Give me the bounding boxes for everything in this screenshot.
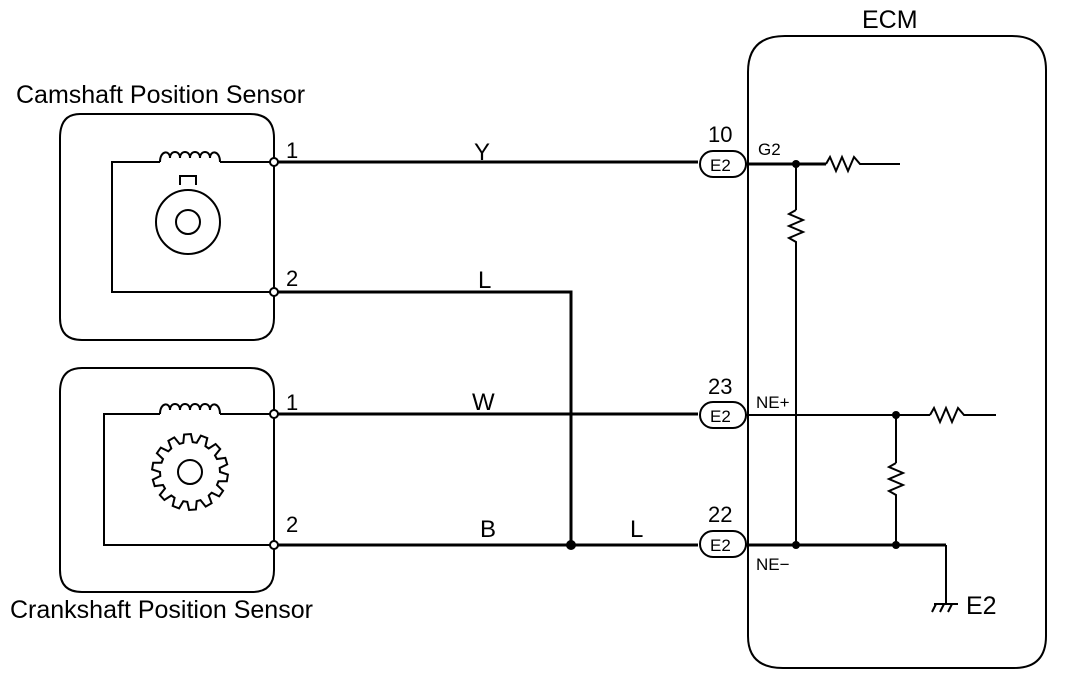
terminal-ne-minus-name: NE− xyxy=(756,555,790,574)
crankshaft-sensor-housing xyxy=(59,367,275,593)
crankshaft-sensor: Crankshaft Position Sensor 1 2 xyxy=(10,367,313,624)
wire-label-b: B xyxy=(480,516,496,543)
wire-label-y: Y xyxy=(474,139,490,166)
terminal-g2-pin: 10 xyxy=(708,122,732,147)
g2-resistor-icon xyxy=(825,154,900,174)
camshaft-pin2-terminal xyxy=(269,287,279,297)
camshaft-rotor-icon xyxy=(155,175,221,255)
camshaft-pin1-label: 1 xyxy=(286,138,298,163)
camshaft-pin1-terminal xyxy=(269,157,279,167)
terminal-ne-plus-name: NE+ xyxy=(756,393,790,412)
wire-label-l-ecm: L xyxy=(630,516,643,543)
connector-ne-plus: E2 23 NE+ xyxy=(699,374,790,429)
ne-minus-junction-1 xyxy=(792,541,800,549)
camshaft-sensor: Camshaft Position Sensor 1 2 xyxy=(16,81,305,341)
ecm-block: ECM xyxy=(747,6,1047,669)
connector-ne-minus-code: E2 xyxy=(710,536,731,555)
ecm-outline xyxy=(747,35,1047,669)
crankshaft-gear-icon xyxy=(150,432,230,512)
g2-bias-resistor-icon xyxy=(786,209,806,545)
connector-g2: E2 10 G2 xyxy=(699,122,781,178)
crankshaft-sensor-title: Crankshaft Position Sensor xyxy=(10,596,313,624)
camshaft-pin2-label: 2 xyxy=(286,266,298,291)
crankshaft-pin2-terminal xyxy=(269,540,279,550)
crankshaft-pin1-terminal xyxy=(269,409,279,419)
camshaft-sensor-title: Camshaft Position Sensor xyxy=(16,81,305,109)
crankshaft-coil-icon xyxy=(159,402,221,418)
ne-plus-resistor-icon xyxy=(929,405,996,425)
terminal-ne-plus-pin: 23 xyxy=(708,374,732,399)
crankshaft-pin2-label: 2 xyxy=(286,512,298,537)
ground-icon xyxy=(931,603,958,613)
camshaft-coil-wire xyxy=(111,161,274,293)
connector-ne-minus: E2 22 NE− xyxy=(699,502,790,574)
ground-label: E2 xyxy=(966,592,997,620)
wire-l-cam xyxy=(278,290,573,545)
camshaft-sensor-housing xyxy=(59,113,275,341)
ne-minus-junction-2 xyxy=(892,541,900,549)
wire-label-l: L xyxy=(478,267,491,294)
ecm-title: ECM xyxy=(862,6,918,34)
camshaft-coil-icon xyxy=(159,150,221,166)
ne-bias-resistor-icon xyxy=(886,462,906,545)
crankshaft-pin1-label: 1 xyxy=(286,390,298,415)
connector-g2-code: E2 xyxy=(710,156,731,175)
harness-wires: Y L W B L xyxy=(278,139,698,550)
splice-point xyxy=(566,540,576,550)
terminal-g2-name: G2 xyxy=(758,140,781,159)
connector-ne-plus-code: E2 xyxy=(710,407,731,426)
wire-label-w: W xyxy=(472,389,495,416)
ecm-internal-circuit: E2 xyxy=(746,154,997,620)
terminal-ne-minus-pin: 22 xyxy=(708,502,732,527)
